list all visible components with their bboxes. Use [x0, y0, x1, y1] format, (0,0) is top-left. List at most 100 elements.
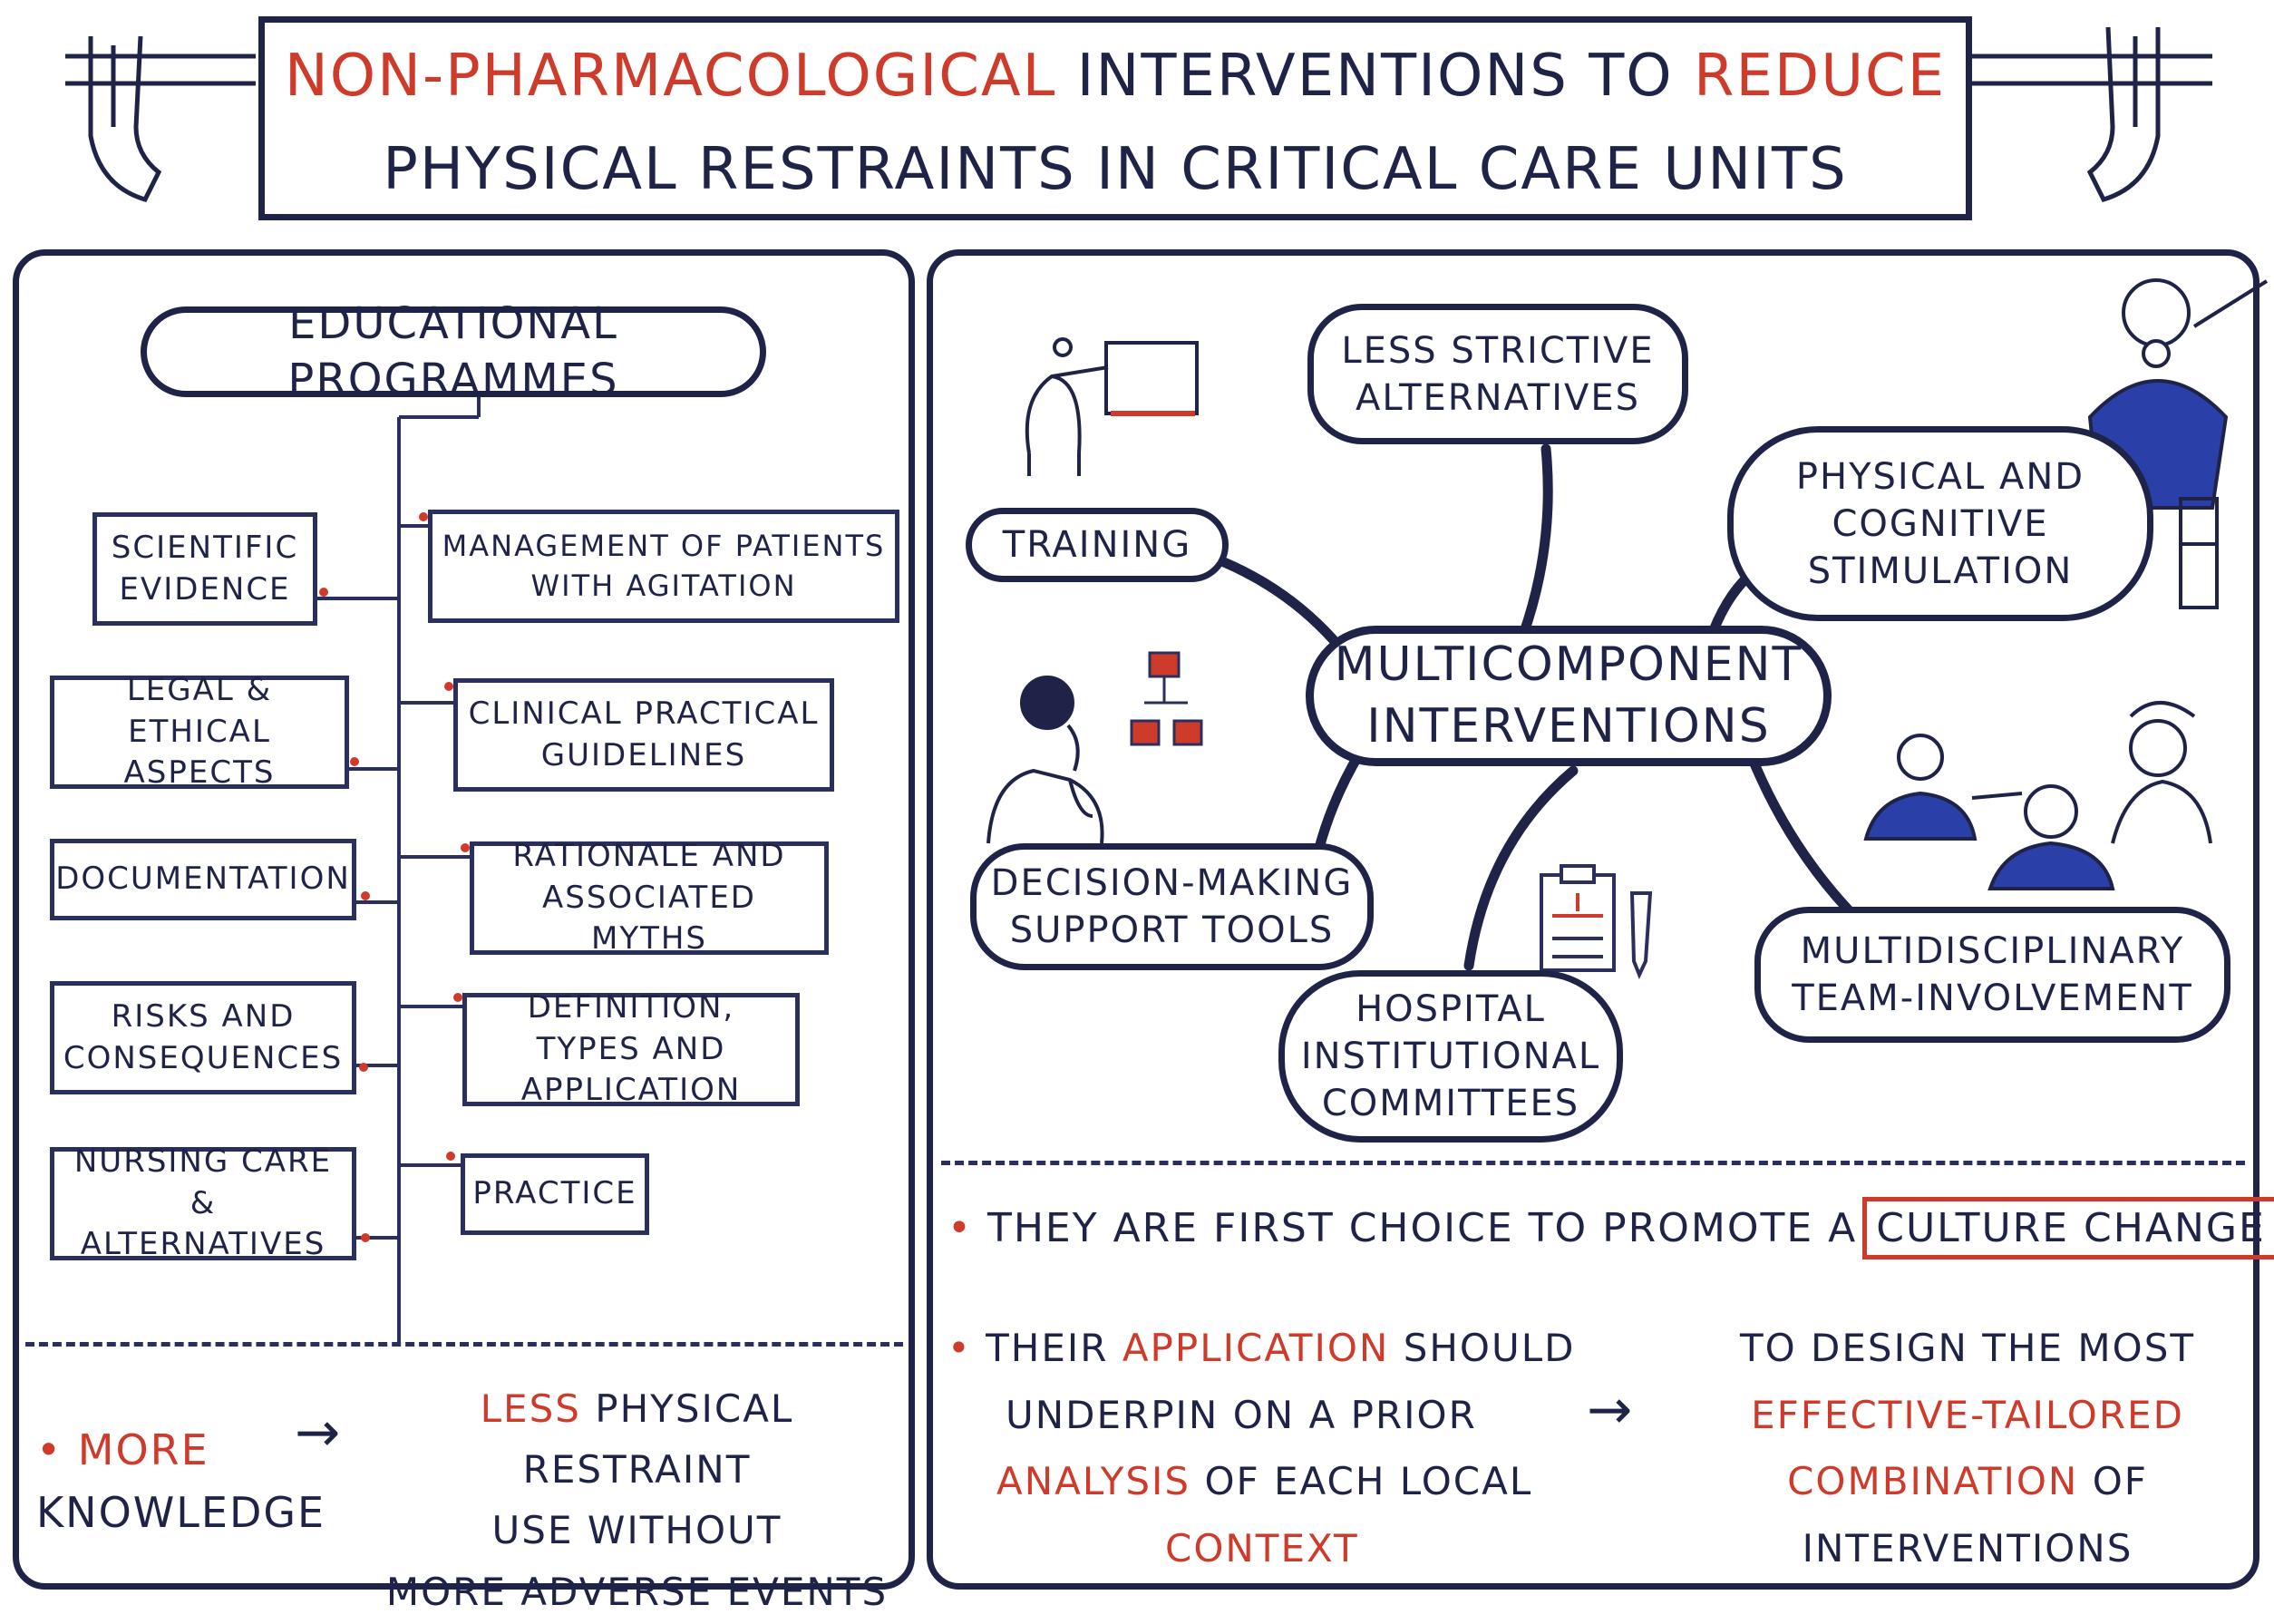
topic-label: Risks and consequences: [63, 997, 344, 1076]
result-line-3: more adverse events: [385, 1569, 889, 1614]
context-word: context: [1165, 1525, 1359, 1571]
title-banner: Non-Pharmacological interventions to red…: [258, 16, 1972, 220]
bullet-dot: •: [948, 1326, 986, 1370]
connector-dot: [350, 757, 359, 766]
title-red-1: Non-Pharmacological: [284, 43, 1057, 110]
topic-label: Legal & ethical aspects: [123, 671, 276, 792]
topic-practice: Practice: [461, 1153, 649, 1235]
educational-heading-text: Educational Programmes: [287, 297, 619, 405]
holding-hand-icon: [65, 35, 256, 202]
connector-dot: [453, 993, 462, 1002]
application-word: application: [1122, 1326, 1390, 1370]
topic-label: Nursing care & alternatives: [73, 1143, 333, 1263]
design-line-3: combination of: [1686, 1448, 2249, 1515]
first-choice-note: • They are first choice to promote a Cul…: [948, 1197, 2274, 1259]
topic-documentation: Documentation: [50, 839, 356, 920]
pen-icon: [1629, 891, 1653, 980]
more-knowledge: • More knowledge: [36, 1419, 326, 1544]
topic-rationale-myths: Rationale and associated myths: [470, 838, 829, 957]
node-decision-tools: Decision-making support tools: [970, 843, 1374, 970]
node-label: Hospital institutional committees: [1300, 988, 1601, 1124]
connector-dot: [359, 1063, 368, 1072]
application-line-2: underpin on a prior: [1006, 1392, 1477, 1437]
topic-label: Management of patients with agitation: [442, 529, 886, 603]
first-choice-text: They are first choice to promote a: [986, 1205, 1858, 1251]
connector-dot: [444, 682, 453, 691]
application-line-3-text: of each local: [1204, 1459, 1533, 1503]
educational-panel: [13, 249, 915, 1590]
clipboard-icon: [1540, 864, 1616, 972]
analysis-word: analysis: [996, 1459, 1191, 1503]
connector-dot: [361, 891, 370, 900]
topic-label: Scientific evidence: [111, 529, 299, 608]
topic-label: Practice: [472, 1175, 637, 1212]
less-word: Less: [480, 1386, 581, 1431]
educational-heading: Educational Programmes: [141, 298, 766, 405]
more-word: More: [77, 1425, 209, 1474]
node-training: Training: [966, 508, 1229, 582]
connector-dot: [461, 843, 470, 852]
combination-word: combination: [1787, 1459, 2079, 1503]
topic-label: Documentation: [55, 861, 351, 898]
result-line-1: Less physical restraint: [363, 1378, 911, 1500]
holding-hand-icon: [1972, 26, 2212, 202]
topic-agitation-management: Management of patients with agitation: [428, 510, 899, 623]
result-line-1-text: physical restraint: [522, 1386, 794, 1493]
should-word: should: [1403, 1326, 1576, 1370]
result-line-2: use without: [491, 1508, 782, 1553]
node-multidisciplinary: Multidisciplinary team-involvement: [1754, 907, 2230, 1043]
connector-dot: [319, 588, 328, 597]
connector-dot: [419, 512, 428, 521]
node-label: Physical and cognitive stimulation: [1795, 455, 2085, 592]
center-label: Multicomponent interventions: [1334, 637, 1803, 754]
title-line-1: Non-Pharmacological interventions to red…: [265, 43, 1966, 110]
design-note: To design the most effective-tailored co…: [1686, 1315, 2249, 1581]
design-line-1: To design the most: [1739, 1326, 2196, 1370]
pointing-person-icon: [1025, 337, 1199, 476]
knowledge-word: knowledge: [36, 1488, 326, 1537]
application-line-3: analysis of each local: [948, 1448, 1582, 1515]
thinking-person-icon: [986, 676, 1104, 844]
topic-definition-types: Definition, types and application: [462, 989, 800, 1108]
right-divider: [941, 1161, 2245, 1165]
node-label: Multidisciplinary team-involvement: [1792, 930, 2193, 1019]
connector-dot: [361, 1233, 370, 1242]
title-red-2: reduce: [1694, 43, 1947, 110]
left-divider: [25, 1342, 903, 1347]
topic-clinical-guidelines: Clinical practical guidelines: [453, 678, 834, 792]
node-less-strictive: Less strictive alternatives: [1307, 304, 1688, 444]
node-label: Less strictive alternatives: [1341, 329, 1655, 419]
node-physical-cognitive: Physical and cognitive stimulation: [1727, 426, 2153, 621]
node-label: Decision-making support tools: [990, 862, 1354, 951]
topic-legal-ethical: Legal & ethical aspects: [50, 672, 349, 791]
topic-risks: Risks and consequences: [50, 981, 356, 1094]
multicomponent-panel: [927, 249, 2259, 1590]
topic-label: Definition, types and application: [520, 988, 742, 1109]
node-label: Training: [1002, 524, 1192, 566]
less-restraint-result: Less physical restraint use without more…: [363, 1378, 911, 1622]
title-line-2: physical restraints in critical care uni…: [383, 136, 1848, 203]
culture-change-box: Culture change: [1862, 1197, 2274, 1259]
topic-label: Clinical practical guidelines: [468, 695, 820, 773]
bullet-dot: •: [948, 1205, 987, 1251]
title-mid: interventions to: [1076, 43, 1674, 110]
topic-scientific-evidence: Scientific evidence: [92, 512, 317, 626]
more-line: • More: [36, 1419, 326, 1482]
topic-label: Rationale and associated myths: [512, 837, 786, 958]
arrow-right-icon: →: [295, 1401, 341, 1464]
topic-nursing-care: Nursing care & alternatives: [50, 1143, 356, 1262]
their-word: Their: [986, 1326, 1109, 1370]
flowchart-icon: [1130, 651, 1203, 746]
node-committees: Hospital institutional committees: [1278, 970, 1623, 1143]
care-team-icon: [1863, 701, 2212, 890]
application-line-1: • Their application should: [948, 1315, 1582, 1382]
of-word: of: [2092, 1459, 2148, 1503]
arrow-right-icon: →: [1587, 1378, 1633, 1442]
design-line-2: effective-tailored: [1751, 1392, 2184, 1437]
connector-dot: [446, 1152, 455, 1161]
node-center: Multicomponent interventions: [1306, 626, 1832, 766]
bullet-dot: •: [36, 1425, 78, 1474]
application-note: • Their application should underpin on a…: [948, 1315, 1582, 1581]
design-line-4: interventions: [1802, 1525, 2133, 1571]
